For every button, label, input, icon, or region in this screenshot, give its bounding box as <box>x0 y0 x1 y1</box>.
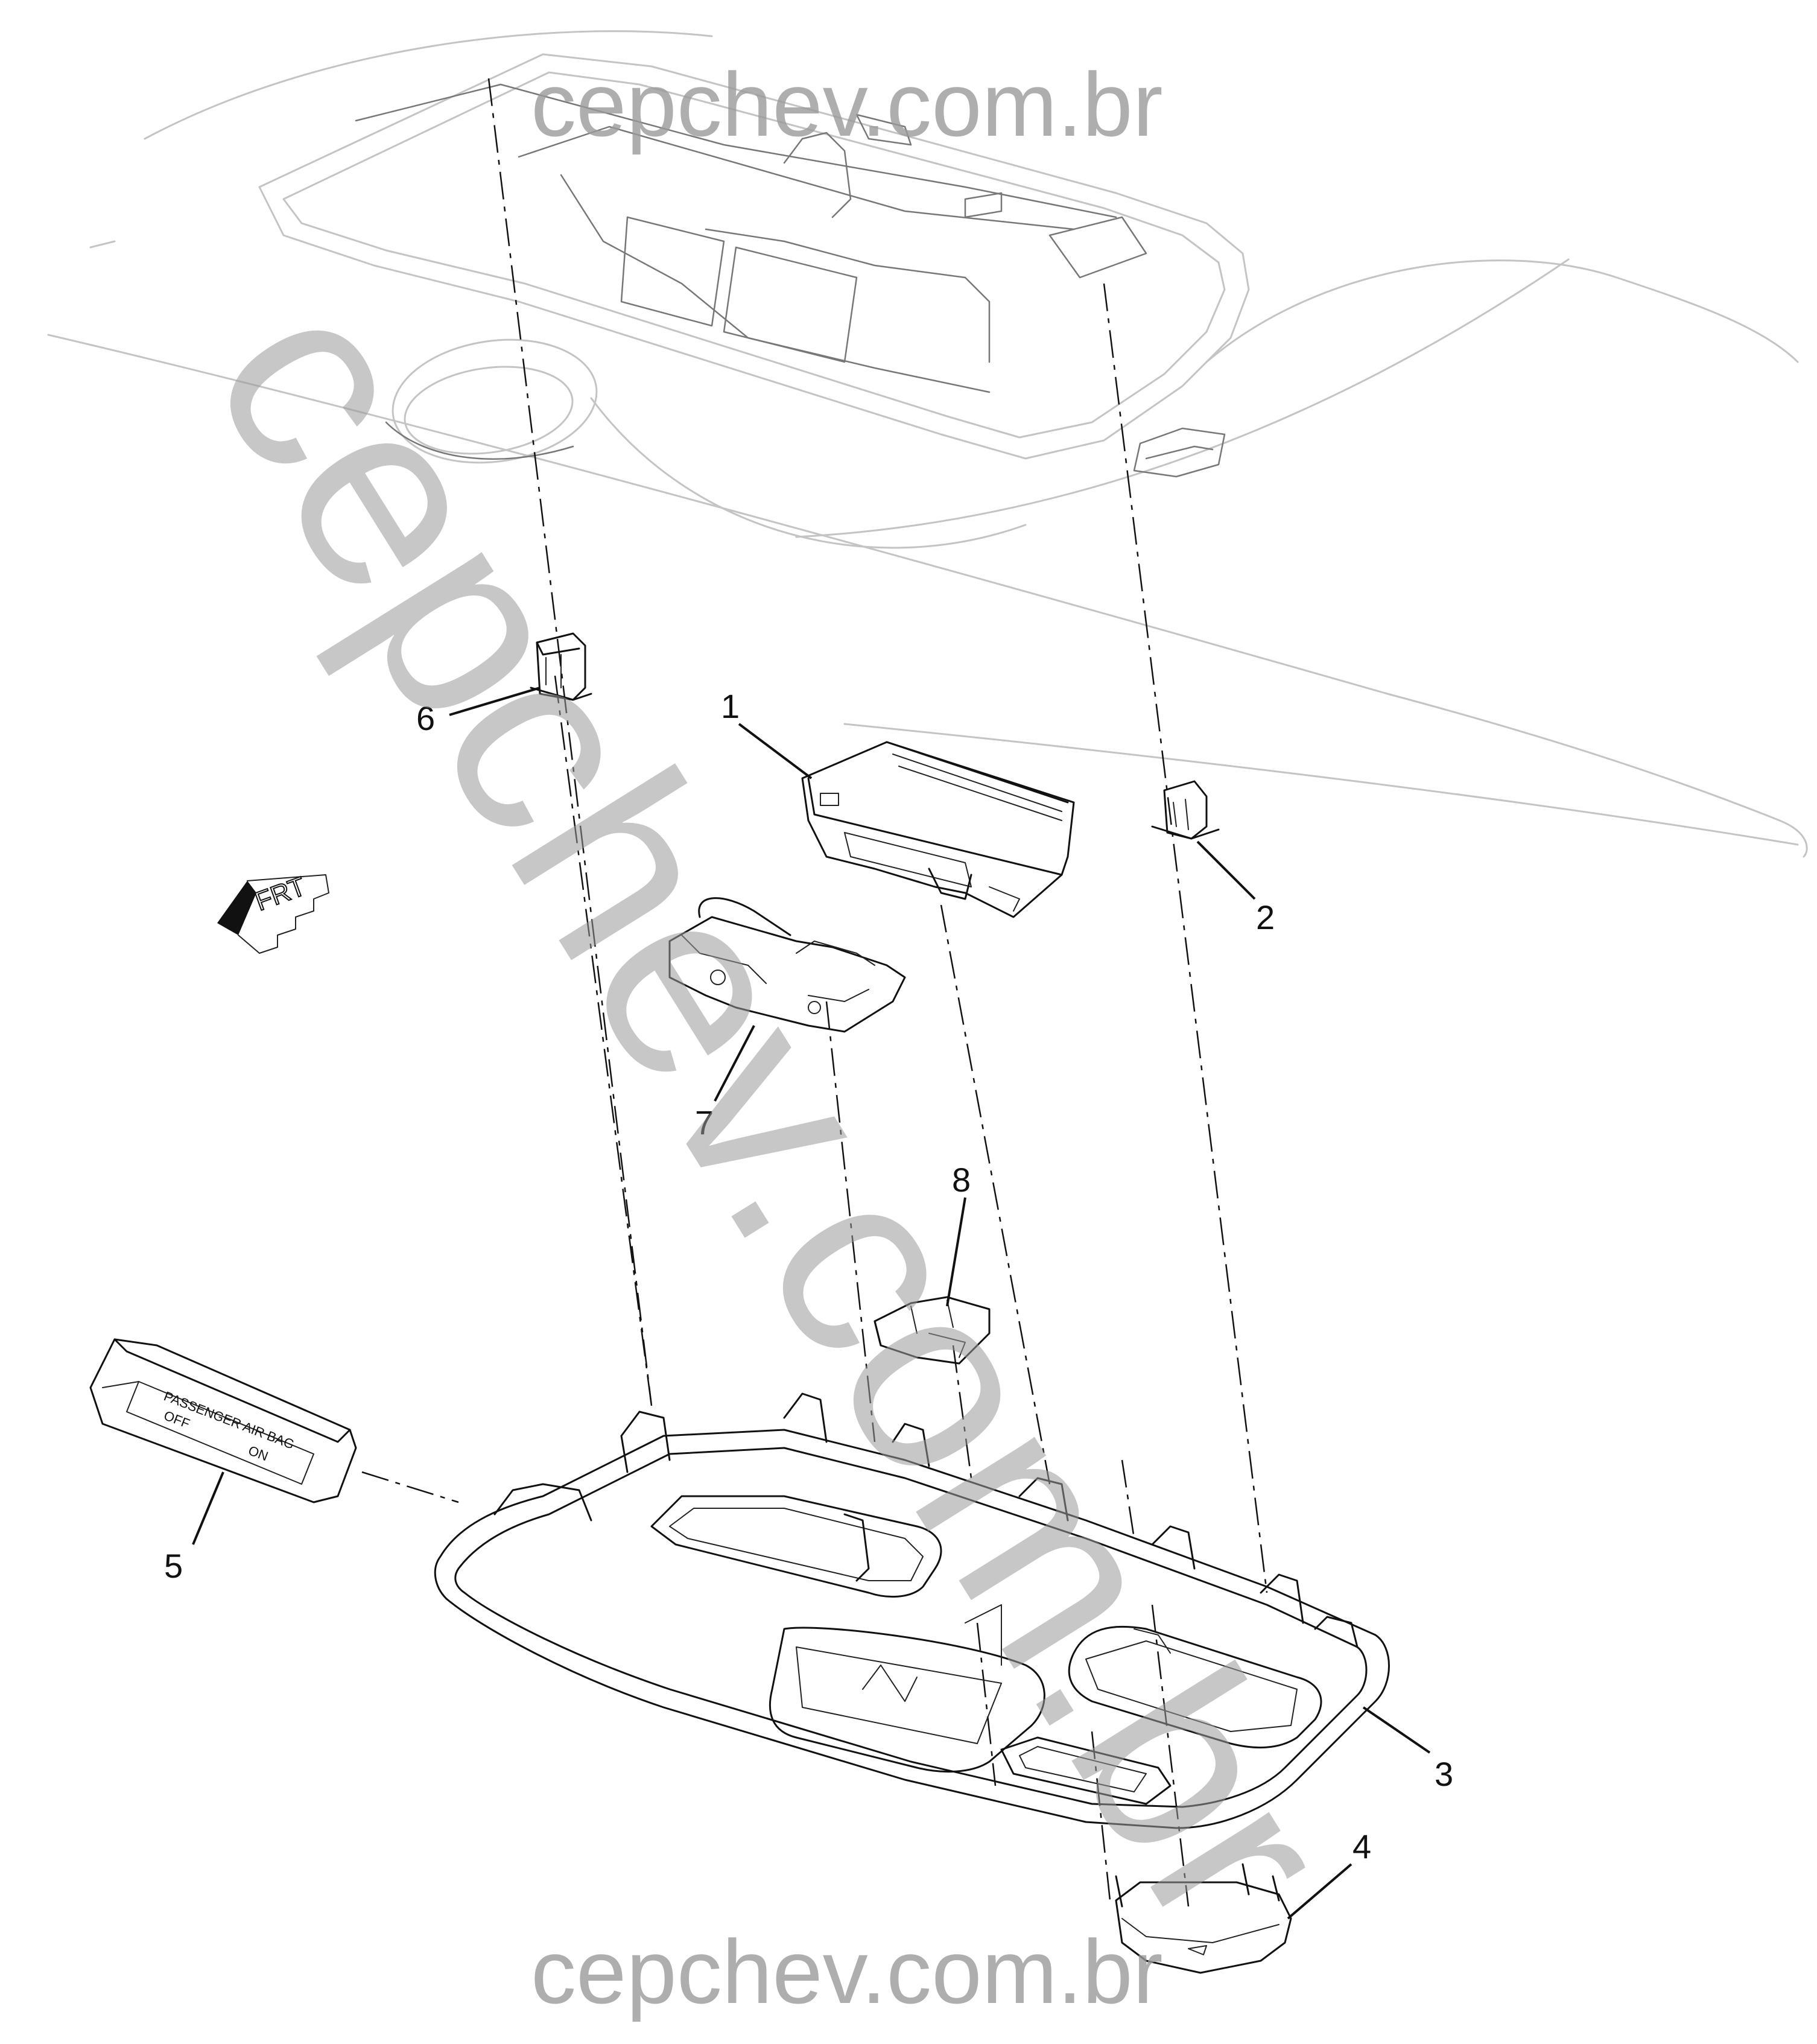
part-5-airbag-indicator: PASSENGER AIR BAG OFF ON <box>89 1338 357 1503</box>
part-6-clip <box>530 632 592 701</box>
part-2-clip <box>1151 780 1220 840</box>
callout-8: 8 <box>952 1161 971 1199</box>
vehicle-headliner-outline <box>47 30 1808 858</box>
part-1-module <box>801 741 1075 918</box>
part-3-console-housing <box>434 1392 1390 1829</box>
callout-3: 3 <box>1435 1755 1453 1793</box>
watermark-top: cepchev.com.br <box>531 54 1163 155</box>
callout-7: 7 <box>695 1103 714 1141</box>
callout-4: 4 <box>1352 1827 1371 1865</box>
alignment-lines <box>361 78 1268 1907</box>
callout-2: 2 <box>1256 898 1275 936</box>
part-7-harness <box>668 897 906 1033</box>
front-label: FRT <box>252 871 309 916</box>
front-direction-arrow-icon: FRT <box>217 871 329 954</box>
roof-oval-recess <box>385 338 598 464</box>
part-4-lens <box>1115 1863 1292 1974</box>
callout-leaders <box>192 687 1431 1920</box>
airbag-on-label: ON <box>246 1443 270 1464</box>
roof-console-recess <box>258 53 1250 460</box>
watermark-diagonal: cepchev.com.br <box>156 247 1390 1978</box>
part-8-connector <box>874 1296 991 1365</box>
roof-tab <box>1133 427 1226 478</box>
callout-5: 5 <box>164 1547 183 1585</box>
callout-6: 6 <box>416 699 435 737</box>
callout-1: 1 <box>721 687 740 725</box>
watermark-bottom: cepchev.com.br <box>531 1921 1163 2022</box>
